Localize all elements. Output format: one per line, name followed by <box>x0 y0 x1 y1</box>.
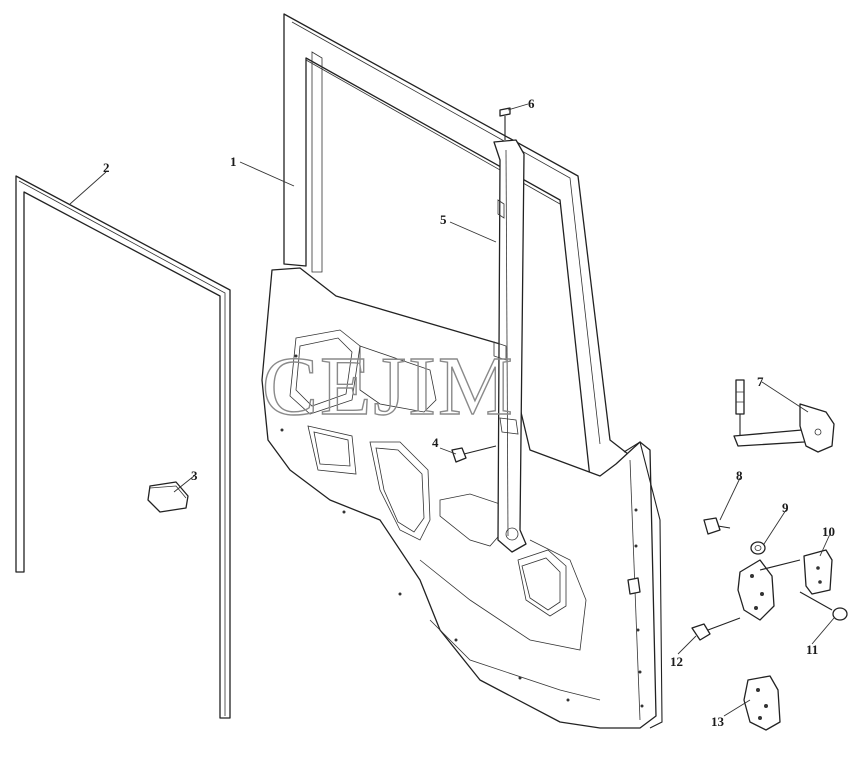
callout-4: 4 <box>432 435 439 450</box>
callout-11: 11 <box>806 642 818 657</box>
callout-6: 6 <box>528 96 535 111</box>
washer-part-9 <box>750 541 766 555</box>
small-handle-part <box>147 481 189 513</box>
glass-guide-rail <box>493 139 527 553</box>
door-inner-panel <box>261 267 663 729</box>
door-check-strap <box>733 379 835 453</box>
bolt-part-8 <box>703 517 731 535</box>
callout-10: 10 <box>822 524 835 539</box>
callout-5: 5 <box>440 212 447 227</box>
callout-9: 9 <box>782 500 789 515</box>
callout-3: 3 <box>191 468 198 483</box>
callout-13: 13 <box>711 714 725 729</box>
watermark: CEJIM <box>262 340 515 433</box>
hinge-assembly <box>737 559 801 621</box>
callout-1: 1 <box>230 154 237 169</box>
bolt-part-12 <box>691 617 741 641</box>
leader-lines <box>69 103 835 717</box>
screw-part-6 <box>499 107 511 140</box>
bolt-part-4 <box>451 445 497 463</box>
lower-hinge-part-13 <box>743 675 781 731</box>
callout-2: 2 <box>103 160 110 175</box>
callout-12: 12 <box>670 654 683 669</box>
hinge-bracket-part-10 <box>803 549 833 595</box>
callout-8: 8 <box>736 468 743 483</box>
callout-7: 7 <box>757 374 764 389</box>
door-seal-strip <box>15 175 231 719</box>
bolt-part-11 <box>799 591 848 621</box>
